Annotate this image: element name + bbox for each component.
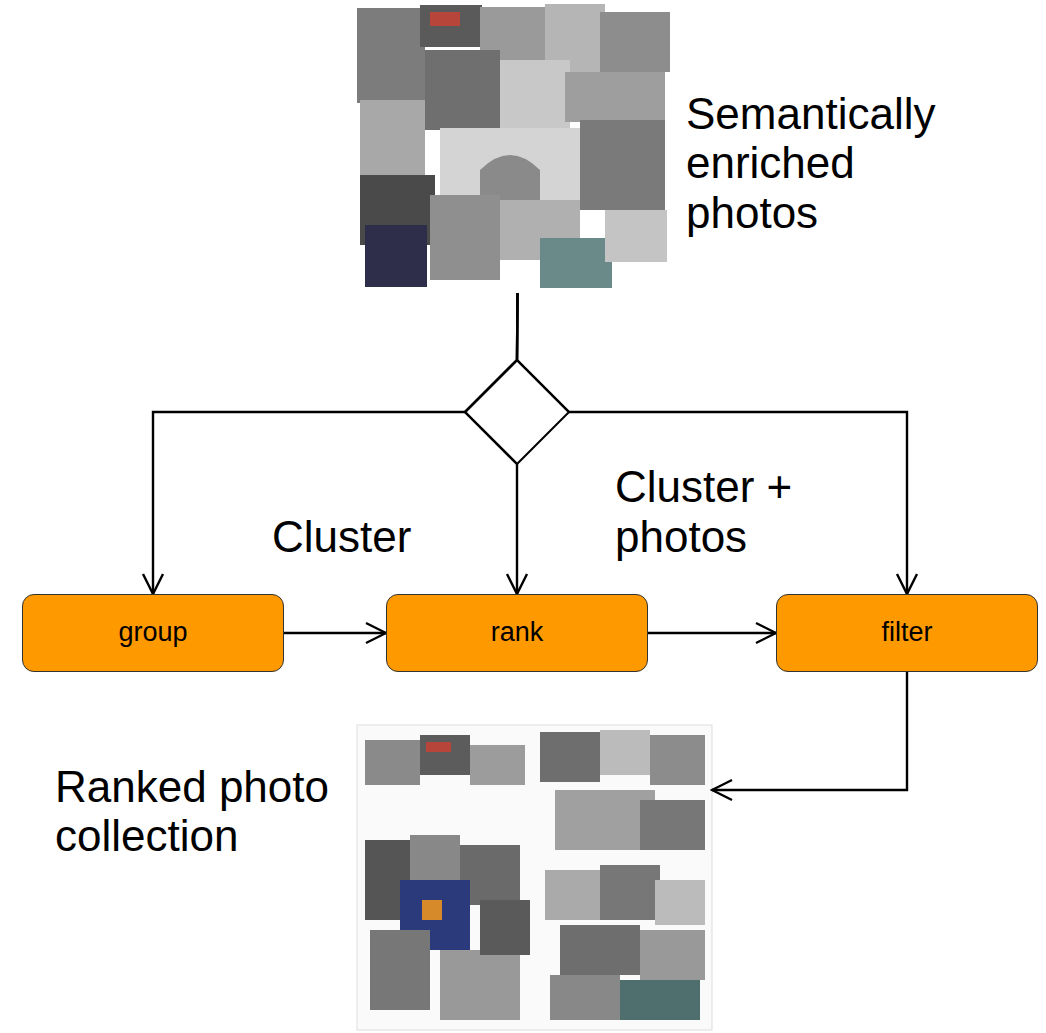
collage-ground bbox=[355, 3, 680, 293]
photo-thumbnail bbox=[565, 72, 665, 122]
process-box: filter bbox=[776, 594, 1038, 672]
building-silhouette bbox=[480, 155, 540, 200]
flow-arrow bbox=[465, 293, 518, 594]
flow-arrow bbox=[284, 632, 386, 634]
output-photo-collage bbox=[357, 725, 712, 1030]
edge-label: Cluster bbox=[272, 512, 472, 561]
flow-arrow bbox=[712, 672, 907, 790]
photo-thumbnail bbox=[600, 865, 660, 920]
collage-caption: Semantically enriched photos bbox=[686, 89, 996, 237]
photo-thumbnail bbox=[420, 5, 482, 47]
process-label: group bbox=[118, 617, 187, 648]
photo-thumbnail bbox=[360, 100, 425, 175]
photo-collage: Semantically enriched photos bbox=[355, 3, 680, 293]
photo-thumbnail bbox=[365, 225, 427, 287]
photo-thumbnail bbox=[620, 980, 700, 1020]
photo-thumbnail bbox=[560, 925, 640, 975]
photo-thumbnail bbox=[420, 735, 470, 775]
process-box: group bbox=[22, 594, 284, 672]
photo-thumbnail bbox=[605, 210, 667, 262]
photo-thumbnail bbox=[357, 8, 425, 103]
decision-diamond bbox=[465, 360, 569, 464]
photo-collage: Ranked photo collection bbox=[357, 725, 712, 1030]
photo-thumbnail bbox=[600, 730, 650, 775]
input-photo-collage bbox=[355, 3, 680, 293]
process-label: rank bbox=[491, 617, 544, 648]
photo-thumbnail bbox=[365, 740, 420, 785]
process-label: filter bbox=[881, 617, 932, 648]
photo-thumbnail bbox=[426, 742, 451, 752]
photo-thumbnail bbox=[425, 50, 500, 130]
collage-caption: Ranked photo collection bbox=[55, 762, 350, 861]
photo-thumbnail bbox=[600, 12, 670, 72]
photo-thumbnail bbox=[422, 900, 442, 920]
photo-thumbnail bbox=[430, 12, 460, 26]
photo-thumbnail bbox=[640, 930, 705, 980]
photo-thumbnail bbox=[370, 930, 430, 1010]
edge-label: Cluster + photos bbox=[615, 462, 805, 561]
photo-thumbnail bbox=[640, 800, 705, 850]
photo-thumbnail bbox=[550, 975, 620, 1020]
process-box: rank bbox=[386, 594, 648, 672]
photo-thumbnail bbox=[440, 950, 520, 1020]
photo-thumbnail bbox=[480, 900, 530, 955]
photo-thumbnail bbox=[500, 60, 570, 130]
photo-thumbnail bbox=[540, 732, 600, 782]
photo-thumbnail bbox=[650, 735, 705, 785]
photo-thumbnail bbox=[470, 745, 525, 785]
photo-thumbnail bbox=[655, 880, 705, 925]
photo-thumbnail bbox=[545, 870, 600, 920]
photo-thumbnail bbox=[540, 238, 612, 288]
flow-arrow bbox=[517, 293, 907, 594]
photo-thumbnail bbox=[440, 128, 580, 200]
photo-thumbnail bbox=[580, 120, 665, 210]
photo-thumbnail bbox=[430, 195, 500, 280]
flow-arrow bbox=[648, 632, 776, 634]
collage-ground bbox=[357, 725, 712, 1030]
flow-arrow bbox=[153, 293, 518, 594]
